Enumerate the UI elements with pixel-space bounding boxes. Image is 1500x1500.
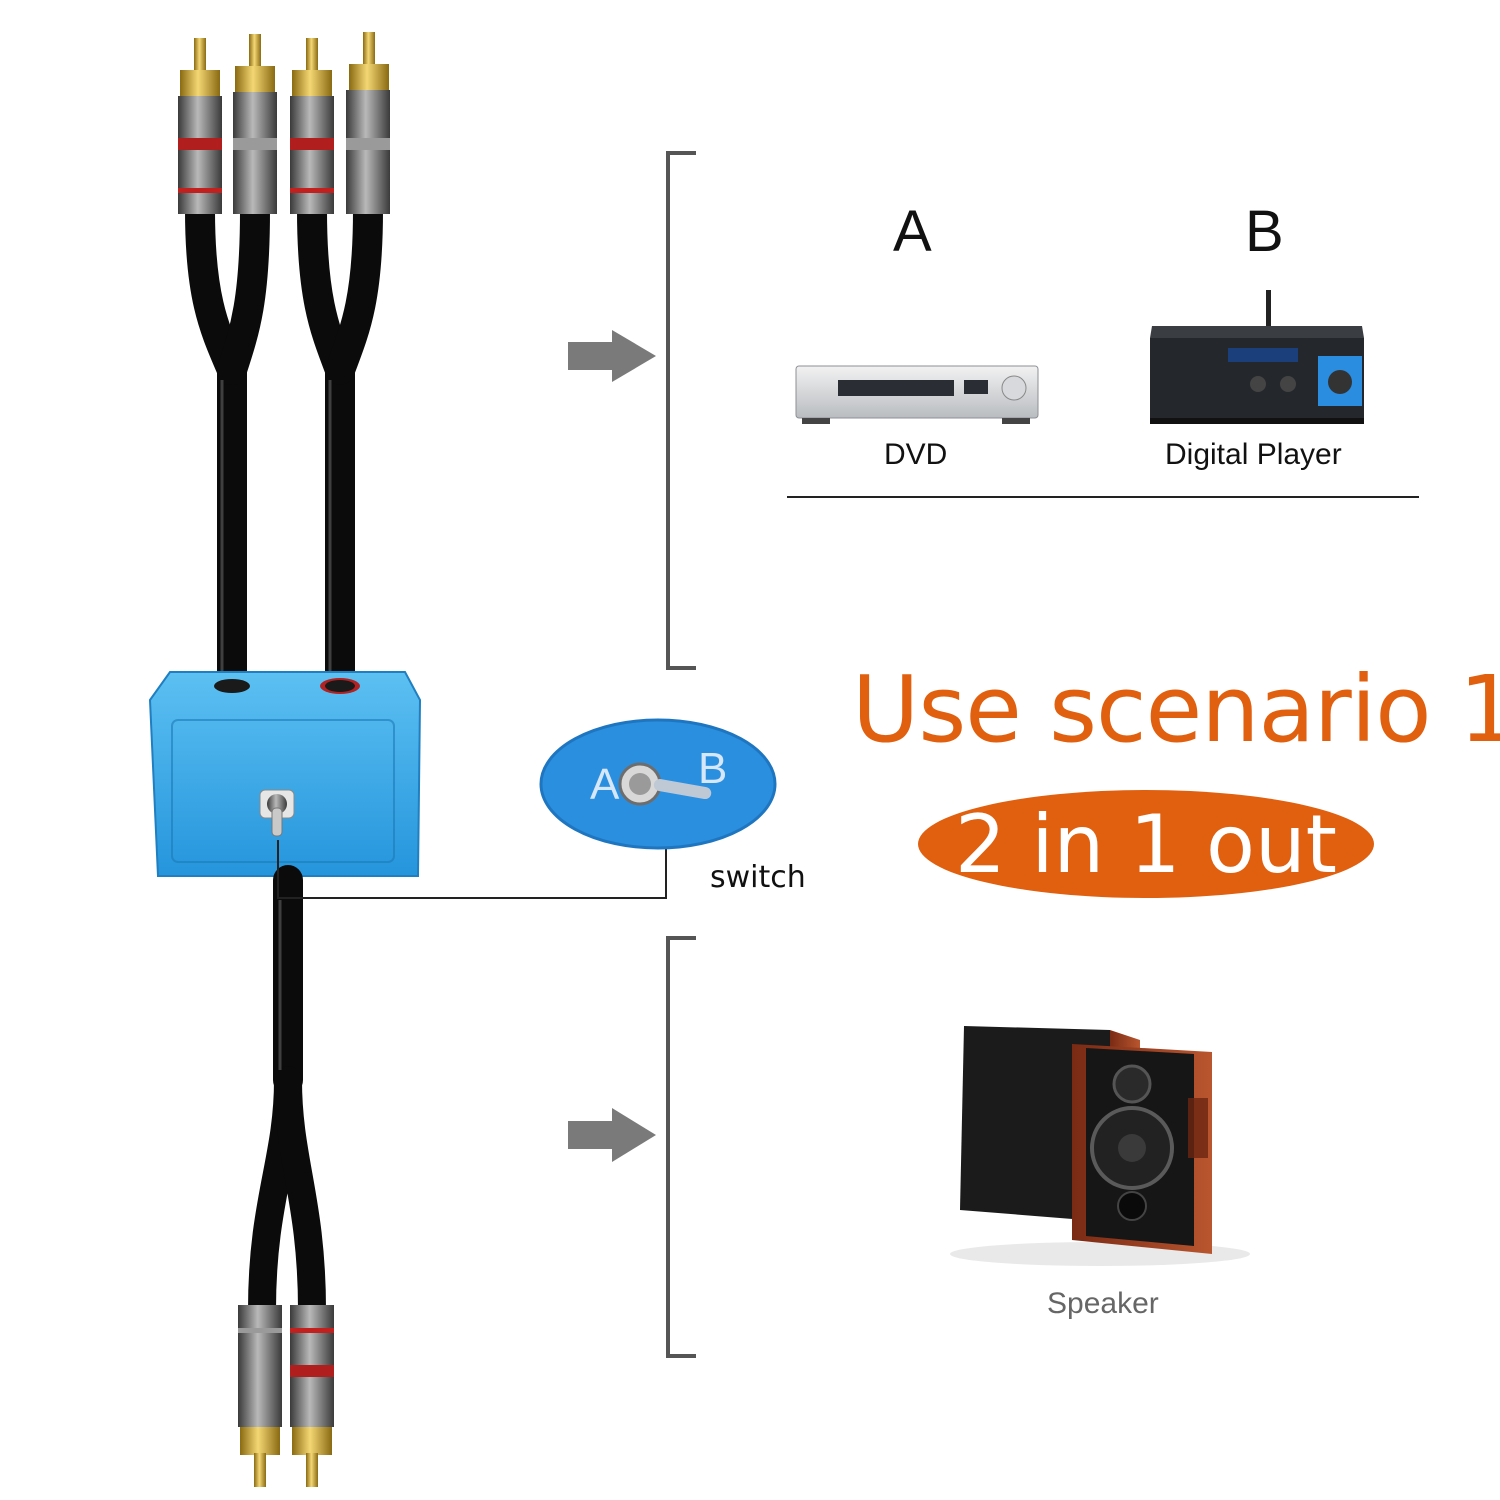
arrow-right-icon [568, 1108, 656, 1162]
switch-callout: A B [538, 716, 778, 852]
source-a-letter: A [893, 199, 932, 264]
source-b-name: Digital Player [1165, 438, 1342, 471]
input-plug-2 [233, 34, 277, 214]
switch-label: switch [710, 860, 806, 895]
scenario-badge-text: 2 in 1 out [954, 797, 1338, 891]
source-a-name: DVD [884, 438, 948, 471]
sources-divider [787, 496, 1419, 498]
input-plug-4 [346, 32, 390, 214]
output-plug-1 [238, 1305, 282, 1487]
output-device-name: Speaker [1047, 1287, 1159, 1320]
switch-box [148, 671, 422, 877]
switch-leader-line [277, 835, 667, 899]
scenario-title: Use scenario 1 [852, 656, 1500, 763]
switch-position-a: A [590, 760, 620, 809]
input-cables [185, 195, 383, 705]
output-cable [248, 865, 326, 1324]
scenario-badge: 2 in 1 out [918, 790, 1374, 898]
output-bracket [666, 936, 696, 1358]
switch-position-b: B [698, 744, 728, 793]
speaker-image [950, 1026, 1250, 1266]
output-plug-2 [290, 1305, 334, 1487]
source-b-letter: B [1245, 199, 1284, 264]
splitter-cable-illustration [148, 32, 696, 1487]
switch-callout-bg [539, 718, 777, 850]
input-plug-1 [178, 38, 222, 214]
dvd-player-image [795, 365, 1039, 424]
input-bracket [666, 151, 696, 670]
input-plug-3 [290, 38, 334, 214]
arrow-right-icon [568, 330, 656, 382]
digital-player-image [1150, 290, 1364, 424]
